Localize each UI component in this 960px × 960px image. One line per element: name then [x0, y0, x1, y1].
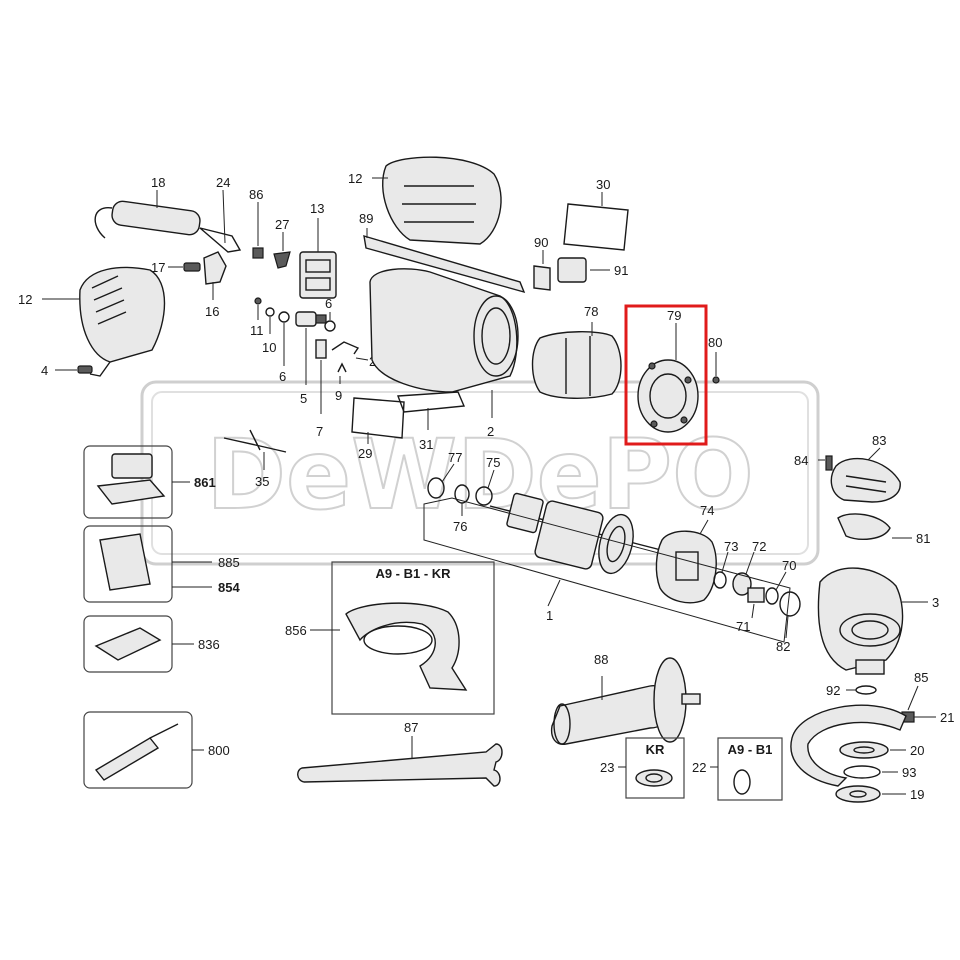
callout-19: 19: [910, 787, 924, 802]
callout-29: 29: [358, 446, 372, 461]
callout-74: 74: [700, 503, 714, 518]
callout-4-left: 4: [41, 363, 48, 378]
part-88-side-handle: [550, 657, 701, 745]
part-21-guard: [790, 704, 907, 787]
callout-75: 75: [486, 455, 500, 470]
callout-3: 3: [932, 595, 939, 610]
part-12-top-cover: [382, 156, 502, 245]
accessory-885-854: [83, 525, 173, 603]
callout-91: 91: [614, 263, 628, 278]
callout-78: 78: [584, 304, 598, 319]
callout-93: 93: [902, 765, 916, 780]
callout-885: 885: [218, 555, 240, 570]
callout-71: 71: [736, 619, 750, 634]
callout-89: 89: [359, 211, 373, 226]
callout-72: 72: [752, 539, 766, 554]
part-1-armature: [489, 492, 701, 575]
part-78-stator: [531, 331, 622, 399]
part-2-motor-housing: [369, 268, 519, 393]
part-3-gear-housing: [817, 567, 904, 675]
callout-856: 856: [285, 623, 307, 638]
callout-7: 7: [316, 424, 323, 439]
part-77: [427, 477, 445, 499]
callout-84: 84: [794, 453, 808, 468]
callout-87: 87: [404, 720, 418, 735]
accessory-836: [83, 615, 173, 673]
callout-88: 88: [594, 652, 608, 667]
callout-35: 35: [255, 474, 269, 489]
part-5: [295, 311, 327, 327]
callout-6-left: 6: [279, 369, 286, 384]
callout-800: 800: [208, 743, 230, 758]
callout-2: 2: [487, 424, 494, 439]
part-18-cord: [94, 200, 242, 253]
callout-92: 92: [826, 683, 840, 698]
callout-70: 70: [782, 558, 796, 573]
callout-81: 81: [916, 531, 930, 546]
accessory-800: [83, 711, 193, 789]
part-13-switch: [299, 251, 337, 299]
callout-82: 82: [776, 639, 790, 654]
callout-12-top: 12: [348, 171, 362, 186]
callout-16: 16: [205, 304, 219, 319]
callout-77: 77: [448, 450, 462, 465]
callout-17: 17: [151, 260, 165, 275]
callout-31: 31: [419, 437, 433, 452]
callout-5: 5: [300, 391, 307, 406]
callout-9: 9: [335, 388, 342, 403]
callout-24: 24: [216, 175, 230, 190]
part-12-rear-housing: [79, 266, 166, 377]
callout-83: 83: [872, 433, 886, 448]
callout-1: 1: [546, 608, 553, 623]
highlight-box-79: [624, 304, 708, 446]
callout-13: 13: [310, 201, 324, 216]
callout-30: 30: [596, 177, 610, 192]
callout-23: 23: [600, 760, 614, 775]
callout-18: 18: [151, 175, 165, 190]
guard-variants-box: A9 - B1 - KR: [331, 561, 495, 715]
callout-6-right: 6: [325, 296, 332, 311]
a9-b1-box-title: A9 - B1: [728, 742, 773, 757]
watermark: DeWDePO: [140, 380, 820, 566]
a9-b1-box: A9 - B1: [717, 737, 783, 801]
callout-90: 90: [534, 235, 548, 250]
part-83-cover: [830, 457, 901, 503]
part-87-spanner: [297, 743, 503, 787]
callout-12-left: 12: [18, 292, 32, 307]
part-79-bracket: [637, 359, 699, 433]
callout-20: 20: [910, 743, 924, 758]
part-17-screw: [183, 262, 201, 272]
callout-80: 80: [708, 335, 722, 350]
part-74: [655, 530, 717, 604]
watermark-text: DeWDePO: [206, 419, 753, 531]
callout-10: 10: [262, 340, 276, 355]
callout-22: 22: [692, 760, 706, 775]
callout-27: 27: [275, 217, 289, 232]
callout-79: 79: [667, 308, 681, 323]
kr-box: KR: [625, 737, 685, 799]
callout-21: 21: [940, 710, 954, 725]
accessory-861-case: [83, 445, 173, 519]
callout-76: 76: [453, 519, 467, 534]
part-16-clamp: [203, 251, 227, 285]
kr-box-title: KR: [646, 742, 665, 757]
callout-861: 861: [194, 475, 216, 490]
callout-85: 85: [914, 670, 928, 685]
callout-73: 73: [724, 539, 738, 554]
part-27: [273, 251, 291, 269]
callout-854: 854: [218, 580, 240, 595]
callout-836: 836: [198, 637, 220, 652]
callout-11: 11: [250, 323, 264, 338]
guard-variants-title: A9 - B1 - KR: [375, 566, 451, 581]
callout-86: 86: [249, 187, 263, 202]
